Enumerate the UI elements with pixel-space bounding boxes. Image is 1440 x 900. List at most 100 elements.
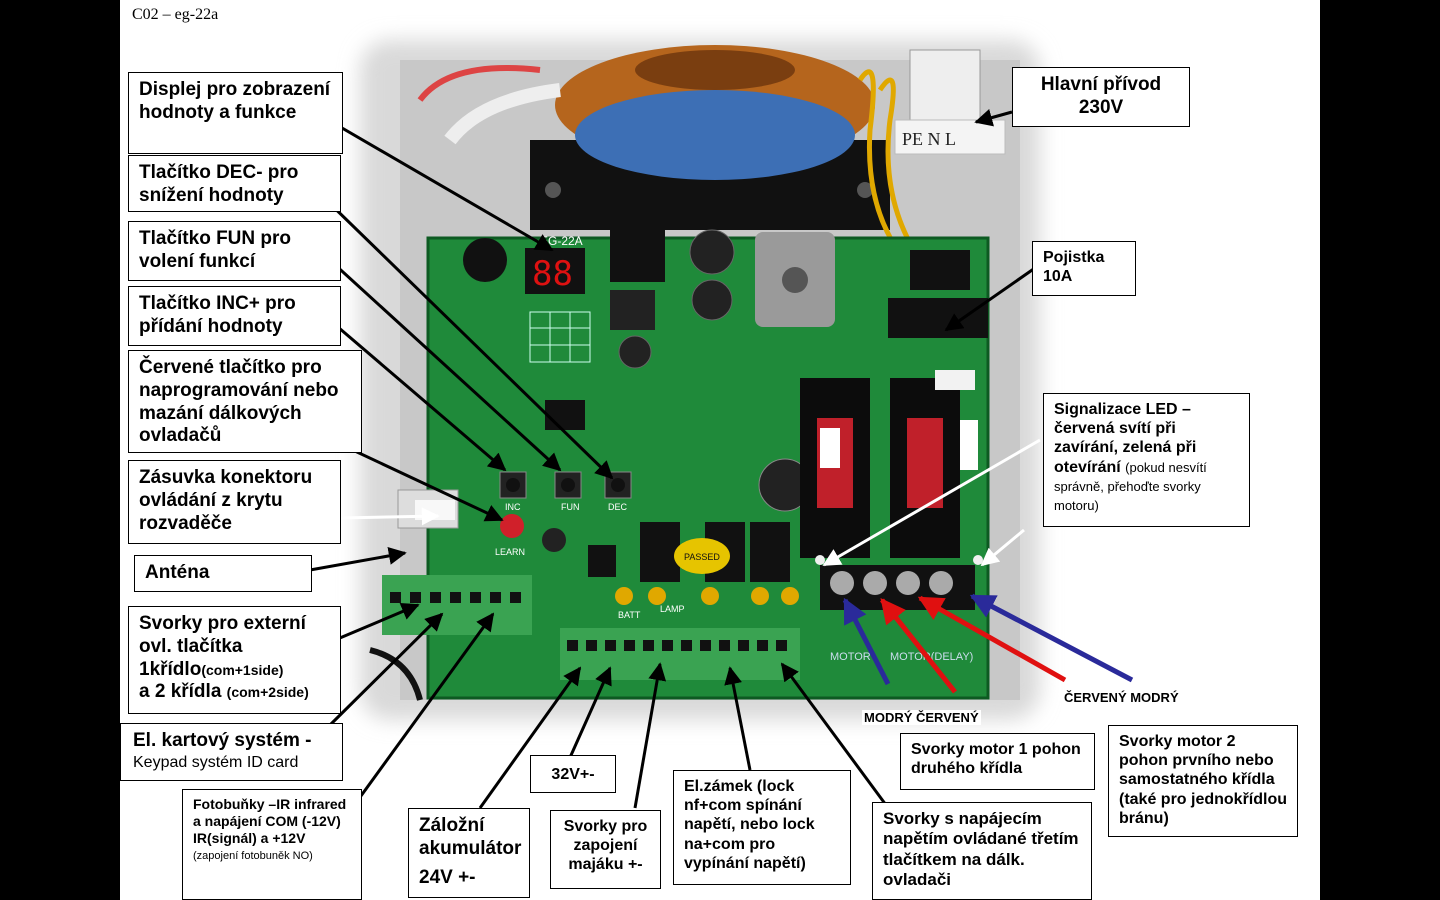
callout-third-button: Svorky s napájecím napětím ovládané třet… [872, 802, 1092, 900]
fun-mark: FUN [561, 502, 580, 512]
fuse-line-1: Pojistka [1043, 249, 1105, 266]
dec-mark: DEC [608, 502, 628, 512]
wire-arrow-red-2 [917, 595, 1067, 683]
terminal-screw [605, 640, 616, 651]
wire-yellow [877, 77, 923, 262]
arrow-led-green [980, 528, 1025, 567]
arrow-fuse [944, 266, 1036, 332]
callout-inc: Tlačítko INC+ pro přídání hodnoty [128, 286, 341, 346]
led-main-text: Signalizace LED – červená svítí při zaví… [1054, 401, 1197, 476]
arrow-beacon [633, 662, 667, 809]
transformer-label [575, 90, 855, 180]
battery-line-1: Záložní akumulátor [419, 815, 522, 859]
callout-beacon: Svorky pro zapojení majáku +- [550, 810, 661, 889]
ext-buttons-1wing: 1křídlo [139, 658, 202, 680]
display-digits: 88 [532, 254, 573, 294]
terminal-screw [776, 640, 787, 651]
fuse-holder [888, 298, 988, 338]
callout-display: Displej pro zobrazení hodnoty a funkce [128, 72, 343, 154]
arrow-ext-buttons [327, 603, 420, 645]
callout-ext-buttons: Svorky pro externí ovl. tlačítka 1křídlo… [128, 606, 341, 714]
callout-card: El. kartový systém - Keypad systém ID ca… [120, 723, 343, 781]
terminal-top-label: PE N L [902, 129, 956, 149]
terminal-screw [567, 640, 578, 651]
arrow-fun [330, 260, 562, 472]
arrow-third-button [780, 662, 888, 806]
terminal-screw [738, 640, 749, 651]
arrow-battery [478, 666, 582, 809]
ext-buttons-line-3: a 2 křídla (com+2side) [139, 681, 330, 704]
arrow-lock [724, 666, 752, 771]
arrow-led-red [822, 438, 1041, 567]
terminal-screw [681, 640, 692, 651]
buzzer [463, 238, 507, 282]
battery-line-2: 24V +- [419, 866, 476, 888]
callout-antenna: Anténa [134, 555, 312, 592]
wire-arrow-blue-2 [969, 593, 1134, 683]
terminal-screw [719, 640, 730, 651]
callout-led: Signalizace LED – červená svítí při zaví… [1043, 393, 1250, 527]
terminal-screw [662, 640, 673, 651]
arrow-card [328, 612, 444, 727]
callout-connector: Zásuvka konektoru ovládání z krytu rozva… [128, 460, 341, 544]
arrow-layer [309, 108, 1134, 809]
terminal-screw [700, 640, 711, 651]
main-supply-line-2: 230V [1078, 96, 1124, 118]
callout-32v: 32V+- [530, 755, 616, 793]
photocell-text: Fotobuňky –IR infrared a napájení COM (-… [193, 796, 347, 846]
lamp-mark: LAMP [660, 604, 685, 614]
mains-terminal-block [909, 49, 981, 121]
terminal-screw [410, 592, 421, 603]
wire-arrow-blue-1 [842, 597, 891, 686]
arrow-display [341, 126, 554, 252]
card-sub: Keypad systém ID card [133, 753, 299, 771]
callout-lock: El.zámek (lock nf+com spínání napětí, ne… [673, 770, 851, 885]
ext-buttons-1wing-note: (com+1side) [201, 661, 284, 678]
led-note: (pokud nesvítí správně, přehoďte svorky … [1054, 459, 1207, 513]
callout-motor-2: Svorky motor 2 pohon prvního nebo samost… [1108, 725, 1298, 837]
passed-sticker: PASSED [684, 552, 720, 562]
mcu [545, 400, 585, 430]
callout-main-supply: Hlavní přívod 230V [1012, 67, 1190, 127]
learn-mark: LEARN [495, 547, 525, 557]
arrow-32v [566, 666, 612, 763]
ext-buttons-line-1: Svorky pro externí ovl. tlačítka [139, 613, 306, 657]
arrow-antenna [309, 546, 407, 572]
photocell-note: (zapojení fotobuněk NO) [193, 850, 313, 863]
arrow-inc [331, 320, 507, 472]
callout-battery: Záložní akumulátor 24V +- [408, 808, 530, 898]
callout-red-button: Červené tlačítko pro naprogramování nebo… [128, 350, 362, 453]
motor-delay-mark: MOTOR(DELAY) [890, 651, 973, 663]
terminal-screw [430, 592, 441, 603]
wire-label-left: MODRÝ ČERVENÝ [862, 710, 981, 725]
arrow-main-supply [974, 108, 1013, 127]
ext-buttons-2wing: a 2 křídla [139, 681, 222, 703]
terminal-screw [757, 640, 768, 651]
main-supply-line-1: Hlavní přívod [1040, 74, 1162, 95]
terminal-screw [510, 592, 521, 603]
motor-mark: MOTOR [830, 651, 871, 663]
learn-button [500, 514, 524, 538]
fuse-line-2: 10A [1043, 268, 1073, 286]
wire-label-right: ČERVENÝ MODRÝ [1062, 690, 1181, 705]
arrow-dec [316, 190, 614, 480]
display-module [525, 248, 585, 294]
terminal-screw [470, 592, 481, 603]
callout-dec: Tlačítko DEC- pro snížení hodnoty [128, 155, 341, 212]
arrow-photocell [356, 612, 495, 801]
callout-motor-1: Svorky motor 1 pohon druhého křídla [900, 733, 1095, 790]
terminal-screw [586, 640, 597, 651]
terminal-screw [624, 640, 635, 651]
card-title: El. kartový systém - [133, 730, 312, 751]
document-reference: C02 – eg-22a [132, 6, 219, 23]
arrow-connector [339, 507, 440, 526]
page: PE N L 88 EG-22A [120, 0, 1320, 900]
callout-fun: Tlačítko FUN pro volení funkcí [128, 221, 341, 281]
terminal-screw [643, 640, 654, 651]
batt-mark: BATT [618, 610, 641, 620]
ext-buttons-2wing-note: (com+2side) [226, 684, 309, 701]
callout-photocell: Fotobuňky –IR infrared a napájení COM (-… [182, 789, 362, 900]
terminal-screw [450, 592, 461, 603]
terminal-screw [390, 592, 401, 603]
terminal-screw [490, 592, 501, 603]
